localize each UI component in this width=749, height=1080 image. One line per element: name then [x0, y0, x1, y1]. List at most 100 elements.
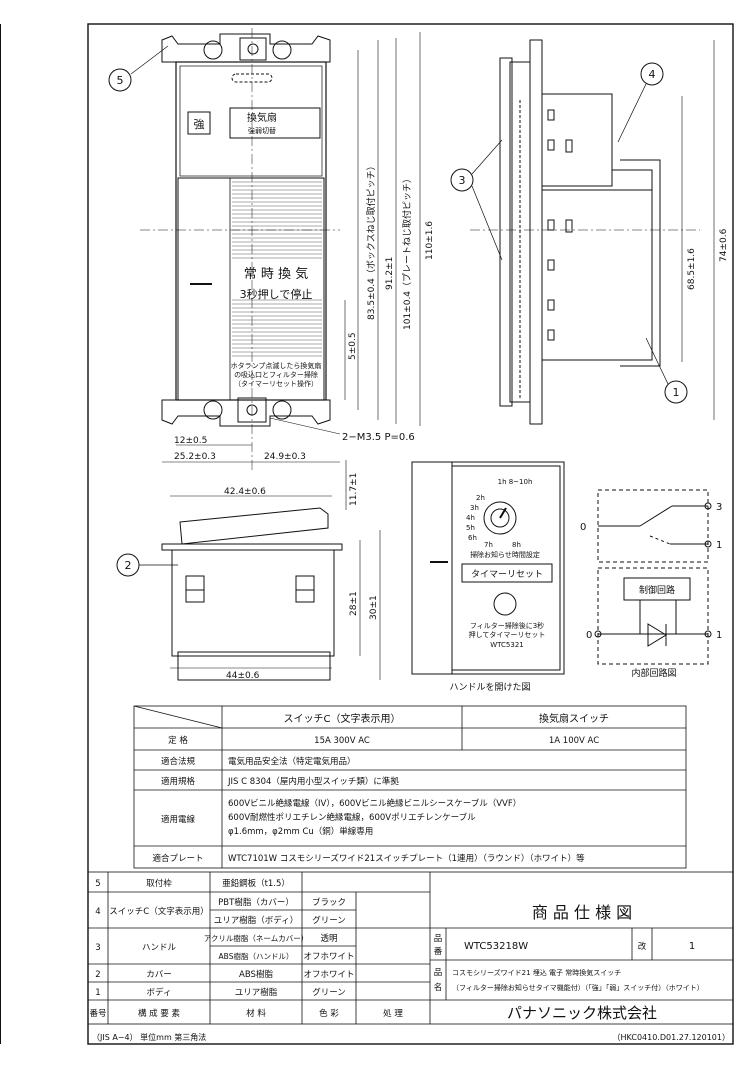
spec-row3-line2: 600V耐燃性ポリエチレン絶縁電線，600Vポリエチレンケーブル — [228, 812, 476, 823]
timer-model: WTC5321 — [490, 641, 524, 649]
dim-68-5: 68.5±1.6 — [687, 248, 697, 290]
callout-3-label: 3 — [459, 174, 466, 187]
spec-row3-label: 適用電線 — [161, 814, 196, 825]
revision-value: 1 — [689, 941, 695, 952]
part4-material-1: PBT樹脂（カバー） — [218, 897, 294, 908]
lamp-note-2: の吸込口とフィルター掃除 — [234, 370, 318, 379]
spec-row2-value: JIS C 8304（屋内用小型スイッチ類）に準拠 — [227, 776, 399, 787]
part5-material: 亜鉛鋼板（t1.5） — [222, 878, 290, 889]
spec-row4-value: WTC7101W コスモシリーズワイド21スイッチプレート（1連用）（ラウンド）… — [228, 853, 585, 864]
dim-5: 5±0.5 — [348, 332, 358, 360]
terminal-0b: 0 — [586, 630, 592, 641]
part3-material-2: ABS樹脂（ハンドル） — [219, 951, 294, 961]
parts-header-process: 処 理 — [383, 1008, 403, 1019]
part3-no: 3 — [95, 943, 100, 953]
terminal-1b: 1 — [716, 630, 722, 641]
control-circuit-label: 制御回路 — [639, 584, 675, 596]
dim-12: 12±0.5 — [174, 436, 207, 446]
front-dimensions — [162, 32, 421, 463]
spec-row3-line3: φ1.6mm，φ2mm Cu（銅）単線専用 — [228, 826, 373, 837]
spec-table — [133, 705, 687, 869]
part1-color: グリーン — [312, 987, 346, 998]
callout-3 — [450, 168, 474, 192]
part5-no: 5 — [95, 879, 100, 889]
dim-24-9: 24.9±0.3 — [264, 452, 306, 462]
dim-91-2: 91.2±1 — [385, 257, 395, 290]
dim-11-7: 11.7±1 — [349, 473, 359, 506]
timer-scale-5h: 5h — [466, 524, 475, 532]
dim-30: 30±1 — [369, 595, 379, 620]
drawing-frame — [87, 23, 734, 1045]
circuit-diagram — [594, 489, 712, 665]
timer-scale-top: 1h 8~10h — [498, 478, 533, 486]
part4-no: 4 — [95, 907, 100, 917]
dim-44: 44±0.6 — [226, 671, 260, 681]
dim-screw: 2−M3.5 P=0.6 — [342, 432, 415, 443]
callout-5 — [108, 68, 132, 92]
timer-scale-4h: 4h — [466, 514, 475, 522]
product-name-1: コスモシリーズワイド21 埋込 電子 常時換気スイッチ — [452, 968, 621, 977]
lamp-note-1: ホタランプ点滅したら換気扇 — [231, 361, 322, 370]
part4-color-1: ブラック — [312, 897, 346, 908]
circuit-caption: 内部回路図 — [631, 667, 676, 679]
callout-5-label: 5 — [117, 74, 124, 87]
dim-83-5: 83.5±0.4（ボックスねじ取付ピッチ） — [366, 161, 377, 320]
spec-row2-label: 適用規格 — [161, 776, 196, 787]
spec-row0-v1: 15A 300V AC — [314, 736, 370, 746]
front-view: 強 換気扇 強弱切替 常 時 換 気 3秒押し — [140, 28, 340, 470]
timer-scale-8h: 8h — [512, 541, 521, 549]
part1-no: 1 — [95, 988, 100, 998]
callout-2-label: 2 — [125, 559, 132, 572]
part1-name: ボディ — [147, 987, 172, 998]
spec-row1-value: 電気用品安全法（特定電気用品） — [228, 756, 356, 767]
part2-name: カバー — [146, 970, 172, 980]
spec-row3-line1: 600Vビニル絶縁電線（IV），600Vビニル絶縁ビニルシースケーブル（VVF） — [228, 798, 521, 809]
timer-scale-3h: 3h — [470, 504, 479, 512]
part2-color: オフホワイト — [303, 970, 354, 980]
hin-mei-label-2: 名 — [434, 982, 443, 993]
spec-col1: スイッチC（文字表示用） — [284, 712, 401, 725]
callout-4-label: 4 — [649, 68, 656, 81]
side-view — [470, 39, 715, 425]
lamp-note-3: （タイマーリセット操作） — [234, 379, 318, 388]
parts-header-color: 色 彩 — [319, 1008, 339, 1019]
hin-mei-label-1: 品 — [434, 968, 443, 978]
dim-101: 101±0.4（プレートねじ取付ピッチ） — [402, 174, 413, 330]
parts-header-no: 番号 — [89, 1008, 106, 1019]
dim-110: 110±1.6 — [425, 221, 435, 260]
spec-row0-v2: 1A 100V AC — [549, 736, 599, 746]
hin-ban-label-2: 番 — [434, 946, 443, 957]
part2-no: 2 — [95, 970, 100, 980]
button-mark: 強 — [194, 118, 205, 131]
timer-setting-caption: 掃除お知らせ時間設定 — [470, 550, 540, 559]
opened-handle-view — [411, 461, 565, 675]
part1-material: ユリア樹脂 — [235, 987, 278, 998]
product-number: WTC53218W — [464, 941, 528, 952]
timer-scale-6h: 6h — [468, 534, 477, 542]
callout-1 — [664, 380, 688, 404]
revision-label: 改 — [638, 941, 647, 952]
big-text-1: 常 時 換 気 — [244, 266, 308, 282]
callout-4 — [640, 62, 664, 86]
parts-header-name: 構 成 要 素 — [138, 1008, 181, 1019]
part4-color-2: グリーン — [312, 915, 346, 926]
doc-title: 商 品 仕 様 図 — [532, 903, 632, 922]
product-name-2: （フィルター掃除お知らせタイマ機能付）（「強」「弱」スイッチ付）（ホワイト） — [452, 983, 704, 992]
spec-col2: 換気扇スイッチ — [539, 712, 609, 725]
timer-note-1: フィルター掃除後に3秒 — [470, 621, 544, 630]
label-title: 換気扇 — [247, 111, 277, 124]
dim-25-2: 25.2±0.3 — [174, 452, 216, 462]
hin-ban-label-1: 品 — [434, 934, 443, 944]
part4-material-2: ユリア樹脂（ボディ） — [214, 915, 298, 926]
part3-color-2: オフホワイト — [303, 952, 354, 962]
timer-scale-2h: 2h — [476, 494, 485, 502]
terminal-0a: 0 — [580, 522, 586, 533]
callout-1-label: 1 — [673, 386, 680, 399]
part5-name: 取付枠 — [146, 878, 172, 889]
spec-row0-label: 定 格 — [168, 735, 188, 746]
part2-material: ABS樹脂 — [239, 969, 273, 980]
timer-note-2: 押してタイマーリセット — [469, 630, 546, 639]
part3-material-1: アクリル樹脂（ネームカバー） — [204, 933, 308, 943]
dim-74: 74±0.6 — [719, 228, 729, 262]
